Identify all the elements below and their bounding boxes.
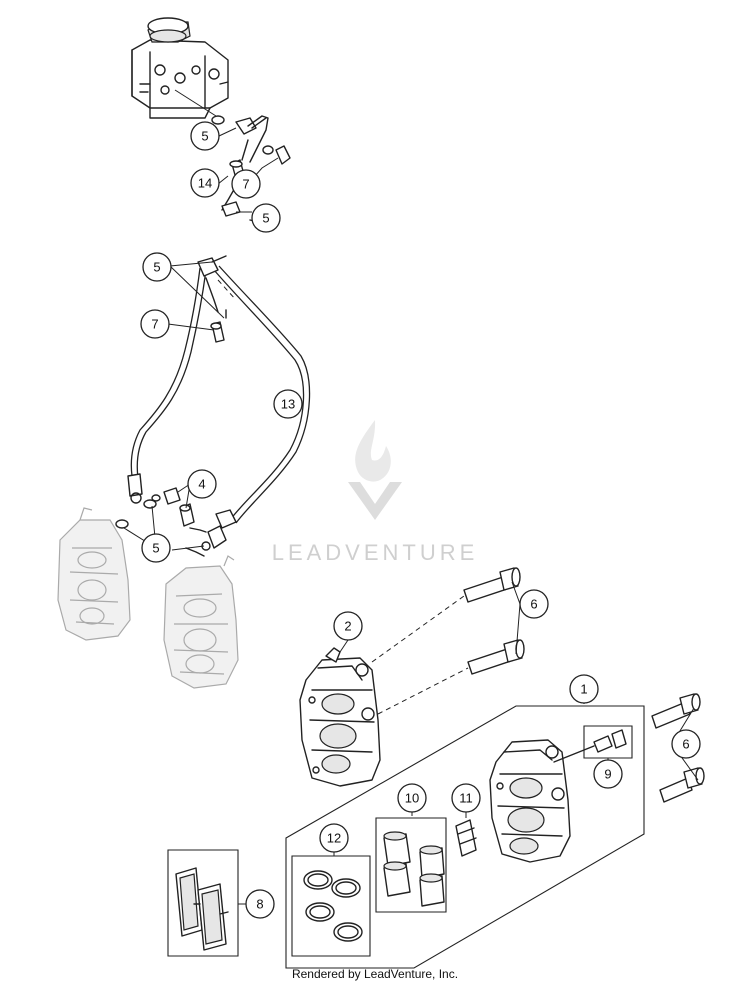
callout-label: 4 <box>198 477 205 492</box>
callout-label: 7 <box>242 177 249 192</box>
abs-modulator-unit <box>131 17 229 119</box>
caliper-assembly-1 <box>489 739 571 863</box>
callout-item-2: 2 <box>333 611 363 641</box>
reference-caliper-left <box>57 507 131 641</box>
piston-kit-10 <box>375 817 447 913</box>
callout-item-14: 14 <box>190 168 220 198</box>
callout-label: 2 <box>344 619 351 634</box>
render-credit: Rendered by LeadVenture, Inc. <box>292 967 458 981</box>
callout-item-6: 6 <box>671 729 701 759</box>
caliper-fittings <box>115 487 207 557</box>
callout-item-12: 12 <box>319 823 349 853</box>
callout-item-13: 13 <box>273 389 303 419</box>
callout-label: 9 <box>604 767 611 782</box>
callout-label: 7 <box>151 317 158 332</box>
callout-item-4: 4 <box>187 469 217 499</box>
callout-item-5: 5 <box>190 121 220 151</box>
callout-item-7: 7 <box>231 169 261 199</box>
callout-item-5: 5 <box>141 533 171 563</box>
callout-label: 6 <box>530 597 537 612</box>
callout-label: 5 <box>201 129 208 144</box>
callout-label: 5 <box>262 211 269 226</box>
pad-spring-11 <box>455 819 477 857</box>
callout-label: 6 <box>682 737 689 752</box>
seal-kit-12 <box>291 855 371 957</box>
callout-label: 5 <box>152 541 159 556</box>
callout-label: 5 <box>153 260 160 275</box>
callout-item-7: 7 <box>140 309 170 339</box>
callout-label: 1 <box>580 682 587 697</box>
callout-item-5: 5 <box>251 203 281 233</box>
brake-hoses <box>127 255 311 551</box>
callout-label: 14 <box>198 176 212 191</box>
mounting-bolts-upper <box>463 567 525 675</box>
reference-caliper-right <box>163 555 239 689</box>
callout-label: 10 <box>405 791 419 806</box>
callout-item-1: 1 <box>569 674 599 704</box>
callout-item-9: 9 <box>593 759 623 789</box>
callout-item-6: 6 <box>519 589 549 619</box>
brake-pads-8 <box>167 849 239 957</box>
watermark-brand: LEADVENTURE <box>272 540 479 565</box>
callout-label: 8 <box>256 897 263 912</box>
service-kit-outline <box>285 705 645 969</box>
callout-label: 11 <box>459 791 473 806</box>
callout-item-5: 5 <box>142 252 172 282</box>
callout-label: 12 <box>327 831 341 846</box>
callout-label: 13 <box>281 397 295 412</box>
callout-item-11: 11 <box>451 783 481 813</box>
caliper-assembly-2 <box>299 647 381 787</box>
callout-item-8: 8 <box>245 889 275 919</box>
mounting-bolts-lower <box>651 693 705 803</box>
callout-item-10: 10 <box>397 783 427 813</box>
abs-fittings <box>211 115 291 225</box>
leadventure-watermark: LEADVENTURE <box>272 420 479 565</box>
bleed-valve-kit-9 <box>553 725 633 763</box>
